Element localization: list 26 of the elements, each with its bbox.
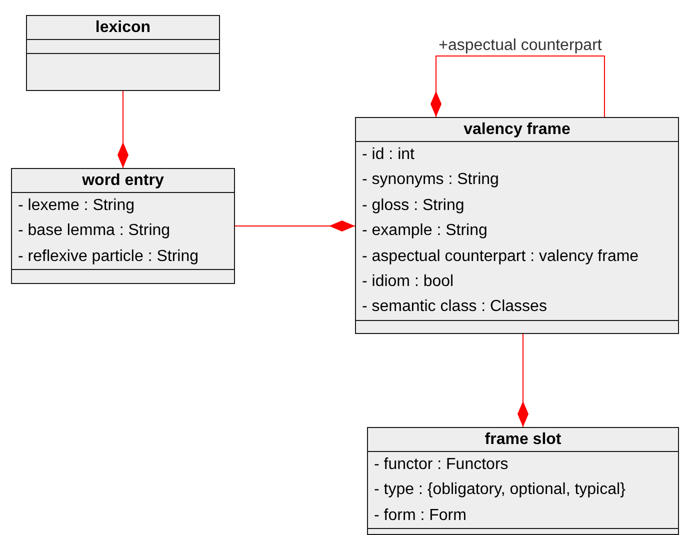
attribute-text: - id : int — [362, 145, 416, 165]
attribute-text: - lexeme : String — [18, 196, 136, 216]
attribute-text: - synonyms : String — [362, 170, 500, 190]
class-name: valency frame — [356, 118, 678, 142]
class-box — [26, 15, 220, 91]
attribute-text: - functor : Functors — [374, 455, 510, 475]
attribute-text: - base lemma : String — [18, 221, 172, 242]
attribute-text: - form : Form — [374, 506, 468, 526]
composition-line — [118, 90, 128, 168]
attribute-text: - type : {obligatory, optional, typical} — [374, 480, 626, 500]
attribute-text: - reflexive particle : String — [18, 246, 200, 267]
class-name: frame slot — [368, 428, 678, 452]
attribute-text: - gloss : String — [362, 196, 466, 216]
attribute-text: - idiom : bool — [362, 272, 455, 292]
attribute-text: - semantic class : Classes — [362, 297, 548, 318]
class-name: lexicon — [27, 16, 219, 40]
composition-line — [430, 56, 605, 118]
attribute-text: - example : String — [362, 221, 488, 242]
attribute-text: - aspectual counterpart : valency frame — [362, 246, 640, 267]
class-box — [11, 168, 235, 284]
composition-line — [234, 220, 356, 232]
edge-label: +aspectual counterpart — [436, 37, 604, 55]
class-box — [367, 427, 679, 535]
class-name: word entry — [12, 169, 234, 193]
class-box — [355, 117, 679, 334]
composition-line — [518, 334, 528, 428]
